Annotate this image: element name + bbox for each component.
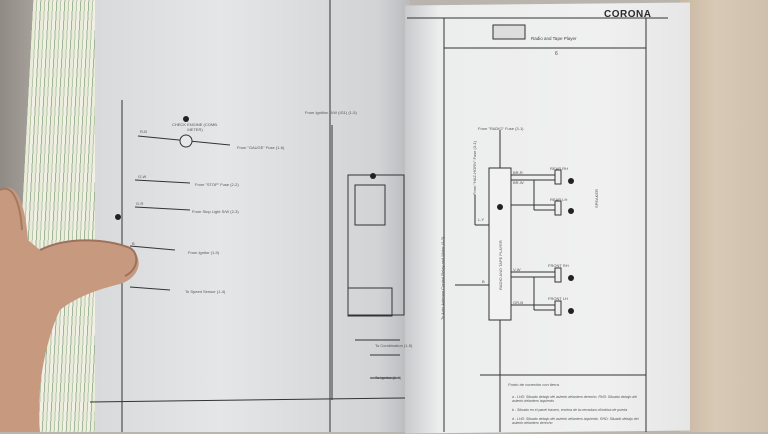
to-ignitor-label: To Ignitor (1-4) (375, 375, 402, 380)
wire-code: B (482, 279, 485, 284)
left-page (95, 0, 410, 432)
radio-fuse-label: From "RADIO" Fuse (3-1) (478, 126, 524, 131)
wire-code: V-W (513, 267, 521, 272)
wire-code: BR-R (513, 170, 523, 175)
speaker-front-rh: FRONT RH (548, 263, 569, 268)
speed-sensor-label: To Speed Sensor (1-4) (185, 289, 226, 294)
speaker-group-label: SPEAKER (594, 189, 599, 208)
diagram-title: Radio and Tape Player (531, 36, 577, 41)
stop-light-label: From Stop Light S/W (2-3) (192, 209, 239, 214)
wire-code: G-W (138, 174, 147, 179)
gauge-fuse-label: From "GAUGE" Fuse (1-6) (237, 145, 285, 150)
wire-code: B (132, 241, 135, 246)
hazard-fuse-label: From "HAZ-HORN" Fuse (3-1) (472, 141, 477, 195)
legend-item: d - LHD: Situado debajo del asiento dela… (512, 417, 639, 425)
hand (0, 187, 139, 432)
wire-code: GR-B (513, 300, 523, 305)
radio-unit-label: RADIO AND TAPE PLAYER (498, 240, 503, 290)
legend-item: b - Situado en el panel trasero, encima … (512, 408, 628, 412)
speaker-rear-rh: REAR RH (550, 166, 569, 171)
wire-code: L-Y (478, 217, 485, 222)
wire-code: BR-W (513, 180, 524, 185)
column-number: 6 (555, 51, 558, 57)
brand-label: CORONA (604, 9, 652, 20)
legend-title: Punto de conexión con tierra (508, 382, 559, 387)
speaker-front-lh: FRONT LH (548, 296, 568, 301)
stop-fuse-label: From "STOP" Fuse (2-2) (195, 182, 239, 187)
check-engine-label: CHECK ENGINE (COMB. METER) (171, 122, 218, 132)
background-wall (680, 0, 768, 432)
ignition-sw-label: From Ignition S/W (IG1) (1-5) (305, 110, 357, 115)
wire-code: G-R (136, 201, 144, 206)
speaker-rear-lh: REAR LH (550, 197, 568, 202)
ignitor-label: From Ignitor (1-9) (188, 250, 220, 255)
legend-item: a - LHD: Situado debajo del asiento dela… (512, 395, 637, 403)
antenna-label: To Auto Antenna Control Relay and Motor … (440, 236, 445, 320)
combination-label: To Combination (1-5) (375, 343, 413, 348)
wire-code: R-B (140, 129, 147, 134)
